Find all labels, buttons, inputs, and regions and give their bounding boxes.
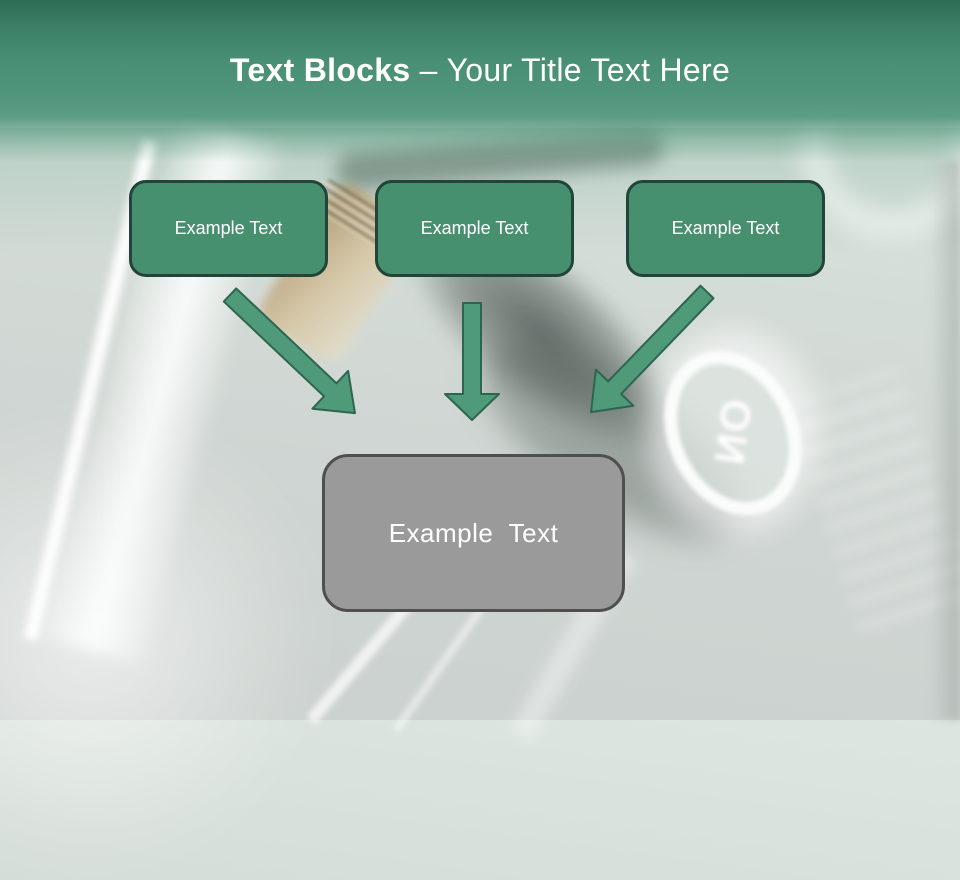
arrow-right-diagonal bbox=[589, 284, 715, 414]
result-block-label: Example Text bbox=[388, 517, 559, 548]
right-edge-shade bbox=[930, 160, 960, 720]
title-separator: – bbox=[419, 52, 438, 88]
slide-title: Text Blocks–Your Title Text Here bbox=[0, 52, 960, 89]
text-block-1: Example Text bbox=[129, 180, 328, 277]
text-block-3-label: Example Text bbox=[671, 218, 780, 238]
title-band bbox=[0, 0, 960, 162]
text-block-3: Example Text bbox=[626, 180, 825, 277]
arrow-left-diagonal bbox=[222, 287, 356, 415]
on-dial: ON bbox=[639, 328, 827, 538]
on-dial-label: ON bbox=[704, 396, 761, 470]
bottom-left-glow bbox=[0, 400, 330, 880]
text-block-1-label: Example Text bbox=[174, 218, 283, 238]
title-bold: Text Blocks bbox=[229, 52, 411, 88]
grip-texture bbox=[785, 367, 960, 633]
text-block-2-label: Example Text bbox=[420, 218, 529, 238]
text-block-2: Example Text bbox=[375, 180, 574, 277]
title-regular: Your Title Text Here bbox=[446, 52, 731, 88]
result-block: Example Text bbox=[322, 454, 625, 612]
dial-glow bbox=[648, 330, 818, 535]
arrow-middle-down bbox=[444, 302, 500, 421]
